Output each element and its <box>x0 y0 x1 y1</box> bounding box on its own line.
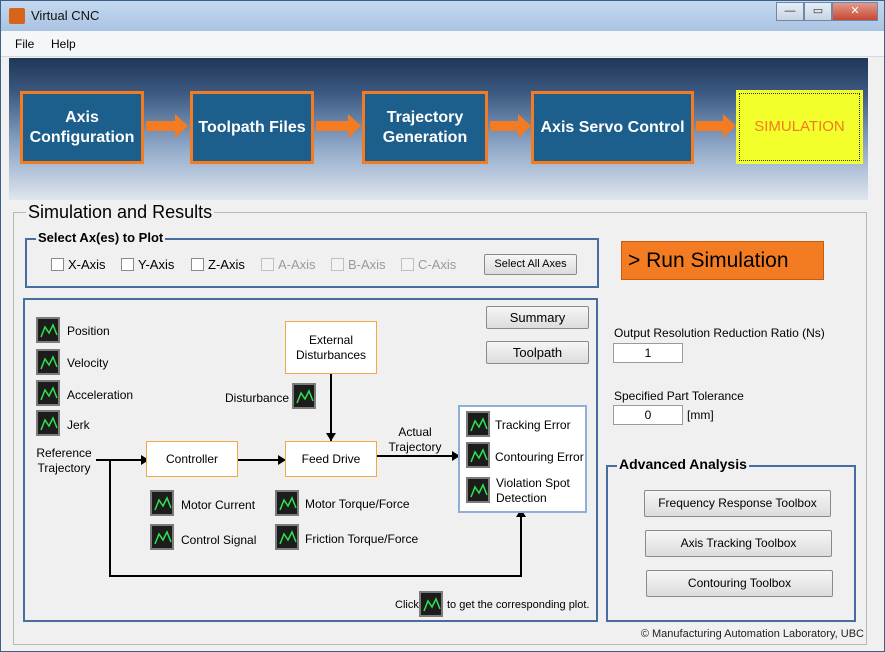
minimize-button[interactable]: — <box>776 2 804 21</box>
connector-line <box>96 459 141 461</box>
advanced-analysis-title: Advanced Analysis <box>617 456 749 472</box>
jerk-label: Jerk <box>67 418 90 432</box>
checkbox-b-axis: B-Axis <box>331 257 386 272</box>
matlab-app-icon <box>9 8 25 24</box>
checkbox-a-axis: A-Axis <box>261 257 316 272</box>
tracking-error-label: Tracking Error <box>495 418 571 432</box>
position-plot-icon[interactable] <box>36 317 60 343</box>
acceleration-label: Acceleration <box>67 388 134 402</box>
motor-torque-plot-icon[interactable] <box>275 490 299 516</box>
external-disturbances-block: External Disturbances <box>285 321 377 374</box>
connector-line <box>377 455 457 457</box>
jerk-plot-icon[interactable] <box>36 410 60 436</box>
run-simulation-button[interactable]: > Run Simulation <box>621 241 824 280</box>
select-all-axes-button[interactable]: Select All Axes <box>484 254 577 275</box>
velocity-label: Velocity <box>67 356 109 370</box>
step-axis-configuration[interactable]: Axis Configuration <box>20 91 144 164</box>
checkbox-box[interactable] <box>51 258 64 271</box>
click-hint-label: to get the corresponding plot. <box>447 599 590 611</box>
friction-torque-label: Friction Torque/Force <box>305 532 419 546</box>
tolerance-label: Specified Part Tolerance <box>614 389 744 403</box>
menu-file[interactable]: File <box>15 37 35 51</box>
click-label: Click <box>395 599 419 611</box>
connector-line <box>109 575 521 577</box>
arrow-icon <box>316 114 361 138</box>
arrow-icon <box>490 114 531 138</box>
position-label: Position <box>67 324 110 338</box>
step-trajectory-generation[interactable]: Trajectory Generation <box>362 91 488 164</box>
disturbance-plot-icon[interactable] <box>292 383 316 409</box>
actual-trajectory-label: Actual Trajectory <box>388 425 442 454</box>
control-signal-label: Control Signal <box>181 533 257 547</box>
close-button[interactable]: ✕ <box>832 2 878 21</box>
tracking-error-plot-icon[interactable] <box>466 411 490 437</box>
friction-torque-plot-icon[interactable] <box>275 524 299 550</box>
credit-text: © Manufacturing Automation Laboratory, U… <box>640 628 864 640</box>
resolution-label: Output Resolution Reduction Ratio (Ns) <box>614 326 825 340</box>
step-toolpath-files[interactable]: Toolpath Files <box>190 91 314 164</box>
tolerance-unit: [mm] <box>687 408 714 422</box>
connector-line <box>109 459 111 576</box>
axes-select-group <box>25 238 599 288</box>
connector-line <box>238 459 283 461</box>
checkbox-box <box>401 258 414 271</box>
frequency-response-toolbox-button[interactable]: Frequency Response Toolbox <box>644 490 831 517</box>
step-simulation[interactable]: SIMULATION <box>739 93 860 161</box>
toolpath-button[interactable]: Toolpath <box>486 341 589 364</box>
checkbox-box[interactable] <box>121 258 134 271</box>
motor-current-plot-icon[interactable] <box>150 490 174 516</box>
block-diagram-panel <box>23 298 598 622</box>
workflow-banner: Axis Configuration Toolpath Files Trajec… <box>9 58 868 200</box>
contouring-toolbox-button[interactable]: Contouring Toolbox <box>646 570 833 597</box>
contouring-error-plot-icon[interactable] <box>466 442 490 468</box>
axes-group-title: Select Ax(es) to Plot <box>36 230 166 245</box>
legend-plot-icon <box>419 591 443 617</box>
acceleration-plot-icon[interactable] <box>36 380 60 406</box>
violation-spot-label: Violation Spot Detection <box>496 476 570 505</box>
menu-help[interactable]: Help <box>51 37 76 51</box>
panel-title: Simulation and Results <box>26 202 215 223</box>
checkbox-c-axis: C-Axis <box>401 257 456 272</box>
maximize-button[interactable]: ▭ <box>804 2 832 21</box>
contouring-error-label: Contouring Error <box>495 450 584 464</box>
connector-line <box>330 373 332 441</box>
connector-line <box>520 513 522 577</box>
checkbox-box[interactable] <box>191 258 204 271</box>
reference-trajectory-label: Reference Trajectory <box>36 446 92 475</box>
motor-current-label: Motor Current <box>181 498 256 512</box>
axis-tracking-toolbox-button[interactable]: Axis Tracking Toolbox <box>645 530 832 557</box>
checkbox-x-axis[interactable]: X-Axis <box>51 257 106 272</box>
arrow-icon <box>146 114 188 138</box>
disturbance-label: Disturbance <box>225 391 290 405</box>
checkbox-box <box>331 258 344 271</box>
resolution-input[interactable]: 1 <box>613 343 683 363</box>
tolerance-input[interactable]: 0 <box>613 405 683 425</box>
velocity-plot-icon[interactable] <box>36 349 60 375</box>
arrow-icon <box>696 114 736 138</box>
control-signal-plot-icon[interactable] <box>150 524 174 550</box>
controller-block: Controller <box>146 441 238 477</box>
summary-button[interactable]: Summary <box>486 306 589 329</box>
checkbox-z-axis[interactable]: Z-Axis <box>191 257 245 272</box>
feed-drive-block: Feed Drive <box>285 441 377 477</box>
checkbox-y-axis[interactable]: Y-Axis <box>121 257 174 272</box>
menu-bar: File Help <box>1 31 884 57</box>
step-axis-servo-control[interactable]: Axis Servo Control <box>531 91 694 164</box>
checkbox-box <box>261 258 274 271</box>
motor-torque-label: Motor Torque/Force <box>305 497 410 511</box>
title-bar[interactable]: Virtual CNC — ▭ ✕ <box>1 1 884 31</box>
window-title: Virtual CNC <box>31 8 100 23</box>
violation-spot-plot-icon[interactable] <box>466 477 490 503</box>
